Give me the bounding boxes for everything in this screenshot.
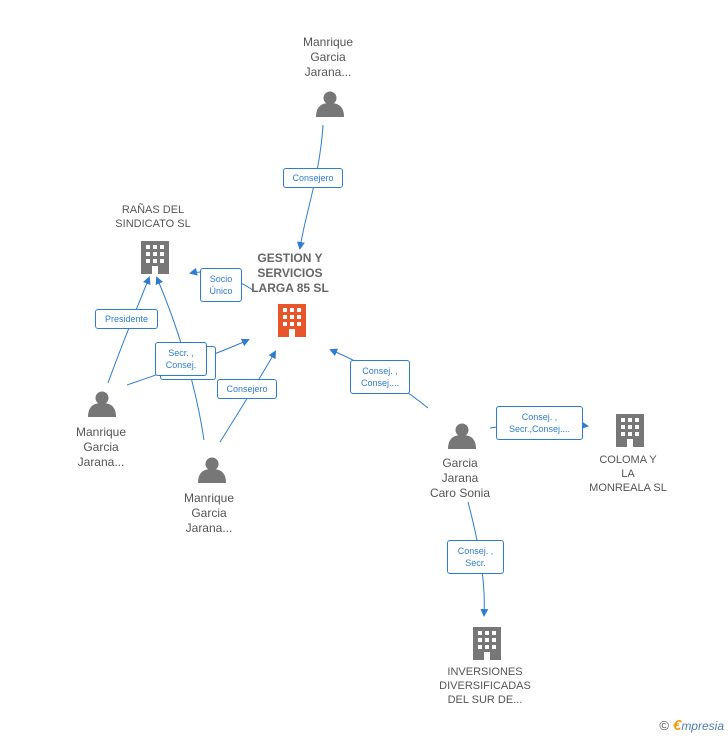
coloma-label[interactable]: COLOMA Y LA MONREALA SL [589, 454, 667, 494]
edge-label-caro-inversiones[interactable]: Consej. , Secr. [447, 540, 504, 574]
ranas-del-sindicato-label[interactable]: RAÑAS DEL SINDICATO SL [115, 204, 191, 230]
person-icon [448, 423, 476, 449]
edge-top-to-main [296, 124, 324, 250]
person-top-label[interactable]: Manrique Garcia Jarana... [302, 35, 354, 79]
caro-sonia-label[interactable]: Garcia Jarana Caro Sonia [429, 456, 491, 500]
edge-label-mid-consejero[interactable]: Consejero [217, 379, 277, 399]
edge-left-to-ranas [107, 276, 151, 384]
building-icon [473, 627, 501, 660]
edge-label-presidente[interactable]: Presidente [95, 309, 158, 329]
copyright-symbol: © [659, 718, 669, 733]
person-icon [316, 91, 344, 117]
edge-label-top-consejero[interactable]: Consejero [283, 168, 343, 188]
person-icon [198, 457, 226, 483]
person-left-label[interactable]: Manrique Garcia Jarana... [75, 425, 127, 469]
edge-label-socio-unico[interactable]: Socio Único [200, 268, 242, 302]
edge-label-caro-consej[interactable]: Consej. , Consej.... [350, 360, 410, 394]
person-icon [88, 391, 116, 417]
edge-label-secr-consej[interactable]: Secr. , Consej. [155, 342, 207, 376]
empresia-logo-text: mpresia [681, 719, 724, 733]
brand-footer: ©€mpresia [659, 717, 724, 734]
building-icon [616, 414, 644, 447]
person-mid-label[interactable]: Manrique Garcia Jarana... [183, 491, 235, 535]
main-building-icon [278, 304, 306, 337]
edge-label-caro-coloma[interactable]: Consej. , Secr.,Consej.... [496, 406, 583, 440]
empresia-logo-e: € [672, 717, 682, 734]
main-company-label[interactable]: GESTION Y SERVICIOS LARGA 85 SL [251, 251, 329, 295]
inversiones-label[interactable]: INVERSIONES DIVERSIFICADAS DEL SUR DE... [439, 666, 531, 706]
building-icon [141, 241, 169, 274]
